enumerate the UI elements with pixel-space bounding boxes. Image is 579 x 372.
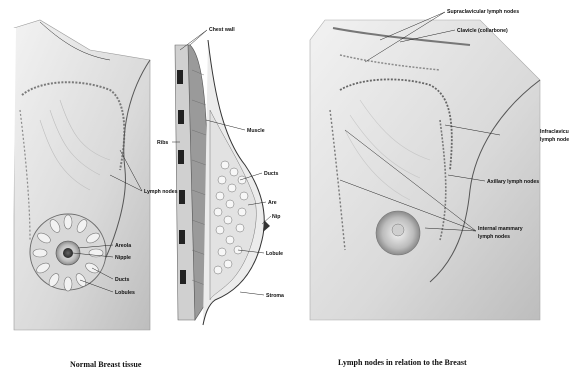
caption-normal-breast-tissue: Normal Breast tissue — [70, 360, 142, 369]
label-muscle: Muscle — [247, 128, 265, 134]
sagittal-section-illustration — [175, 40, 270, 325]
lymph-node-illustration — [310, 20, 540, 320]
label-nip: Nip — [272, 214, 280, 220]
label-are: Are — [268, 200, 277, 206]
label-axillary: Axillary lymph nodes — [487, 179, 539, 185]
nipple-right — [392, 224, 404, 236]
label-infraclavicular-1: Infraclavicu — [540, 129, 569, 135]
label-chest-wall: Chest wall — [209, 27, 235, 33]
label-internal-mammary-2: lymph nodes — [478, 234, 510, 240]
label-infraclavicular-2: lymph node — [540, 137, 569, 143]
label-lymph-nodes: Lymph nodes — [144, 189, 178, 195]
label-supraclavicular: Supraclavicular lymph nodes — [447, 9, 519, 15]
label-ducts-section: Ducts — [264, 171, 279, 177]
label-internal-mammary-1: Internal mammary — [478, 226, 523, 232]
caption-lymph-nodes: Lymph nodes in relation to the Breast — [338, 358, 467, 367]
nipple — [63, 248, 73, 258]
label-lobule: Lobule — [266, 251, 283, 257]
label-nipple: Nipple — [115, 255, 131, 261]
label-ducts-frontal: Ducts — [115, 277, 130, 283]
label-areola: Areola — [115, 243, 131, 249]
label-lobules: Lobules — [115, 290, 135, 296]
label-ribs: Ribs — [157, 140, 168, 146]
label-stroma: Stroma — [266, 293, 284, 299]
frontal-breast-illustration — [10, 20, 150, 330]
label-clavicle: Clavicle (collarbone) — [457, 28, 508, 34]
